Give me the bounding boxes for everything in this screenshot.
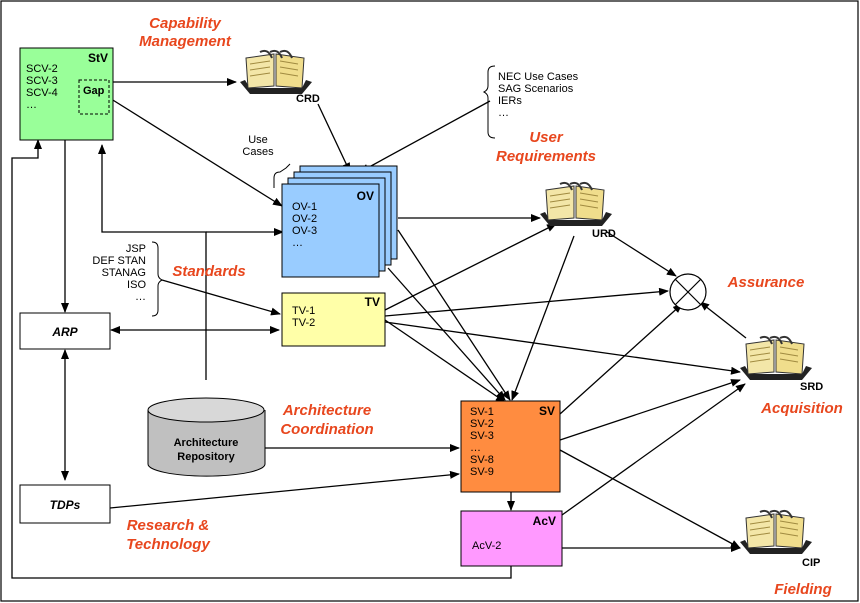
- sv-item: SV-2: [470, 418, 494, 430]
- user-inputs-list: NEC Use Cases SAG Scenarios IERs …: [482, 65, 579, 139]
- tv-item: TV-1: [292, 305, 315, 317]
- tv-box: TV TV-1 TV-2: [281, 292, 386, 347]
- stv-item: …: [26, 99, 37, 111]
- gap-label: Gap: [83, 85, 105, 97]
- arp-box: ARP: [19, 312, 111, 350]
- capability-management-label: Capability: [149, 15, 221, 32]
- cip-label: CIP: [802, 557, 820, 569]
- sv-item: SV-8: [470, 454, 494, 466]
- sv-item: SV-1: [470, 406, 494, 418]
- ov-item: OV-2: [292, 213, 317, 225]
- tdps-label: TDPs: [50, 498, 81, 512]
- urd-label: URD: [592, 228, 616, 240]
- standards-item: ISO: [127, 279, 146, 291]
- sv-title: SV: [539, 404, 555, 418]
- srd-book-icon: [739, 335, 813, 381]
- fielding-label: Fielding: [774, 581, 832, 598]
- repository-label: Repository: [177, 451, 235, 463]
- ov-item: …: [292, 237, 303, 249]
- sv-item: …: [470, 442, 481, 454]
- cip-book-icon: [739, 509, 813, 555]
- architecture-coordination-label: Architecture: [282, 402, 371, 419]
- stv-item: SCV-2: [26, 63, 58, 75]
- acv-item: AcV-2: [472, 540, 501, 552]
- standards-item: STANAG: [102, 267, 146, 279]
- user-input-item: SAG Scenarios: [498, 83, 574, 95]
- tdps-box: TDPs: [19, 484, 111, 524]
- tv-title: TV: [365, 295, 380, 309]
- ov-item: OV-3: [292, 225, 317, 237]
- ov-title: OV: [357, 189, 374, 203]
- standards-label: Standards: [172, 263, 245, 280]
- user-input-item: NEC Use Cases: [498, 71, 579, 83]
- user-input-item: …: [498, 107, 509, 119]
- sv-item: SV-3: [470, 430, 494, 442]
- use-cases-label: Cases: [242, 146, 274, 158]
- user-requirements-label: Requirements: [496, 148, 596, 165]
- user-requirements-label: User: [529, 129, 564, 146]
- sv-box: SV SV-1 SV-2 SV-3 … SV-8 SV-9: [460, 400, 561, 493]
- sv-item: SV-9: [470, 466, 494, 478]
- capability-management-label: Management: [139, 33, 232, 50]
- use-cases-group: Use Cases: [242, 134, 291, 188]
- crd-label: CRD: [296, 93, 320, 105]
- assurance-label: Assurance: [727, 274, 805, 291]
- repository-label: Architecture: [174, 437, 239, 449]
- assurance-node: [669, 273, 707, 311]
- research-technology-label: Research &: [127, 517, 210, 534]
- research-technology-label: Technology: [126, 536, 210, 553]
- ov-box: OV OV-1 OV-2 OV-3 …: [281, 165, 398, 278]
- standards-item: …: [135, 291, 146, 303]
- architecture-repository: Architecture Repository: [147, 397, 266, 477]
- user-input-item: IERs: [498, 95, 522, 107]
- stv-item: SCV-4: [26, 87, 58, 99]
- acv-box: AcV AcV-2: [460, 510, 563, 567]
- connectors: [11, 78, 747, 579]
- urd-book-icon: [539, 181, 613, 227]
- stv-title: StV: [88, 51, 108, 65]
- srd-label: SRD: [800, 381, 823, 393]
- acquisition-label: Acquisition: [760, 400, 843, 417]
- use-cases-label: Use: [248, 134, 268, 146]
- standards-list: JSP DEF STAN STANAG ISO …: [92, 241, 164, 317]
- stv-box: StV SCV-2 SCV-3 SCV-4 … Gap: [19, 47, 114, 141]
- tv-item: TV-2: [292, 317, 315, 329]
- architecture-coordination-label: Coordination: [280, 421, 373, 438]
- crd-book-icon: [239, 49, 313, 95]
- standards-item: JSP: [126, 243, 146, 255]
- acv-title: AcV: [533, 514, 556, 528]
- standards-item: DEF STAN: [92, 255, 146, 267]
- ov-item: OV-1: [292, 201, 317, 213]
- stv-item: SCV-3: [26, 75, 58, 87]
- gap-box: [78, 79, 110, 115]
- arp-label: ARP: [51, 325, 78, 339]
